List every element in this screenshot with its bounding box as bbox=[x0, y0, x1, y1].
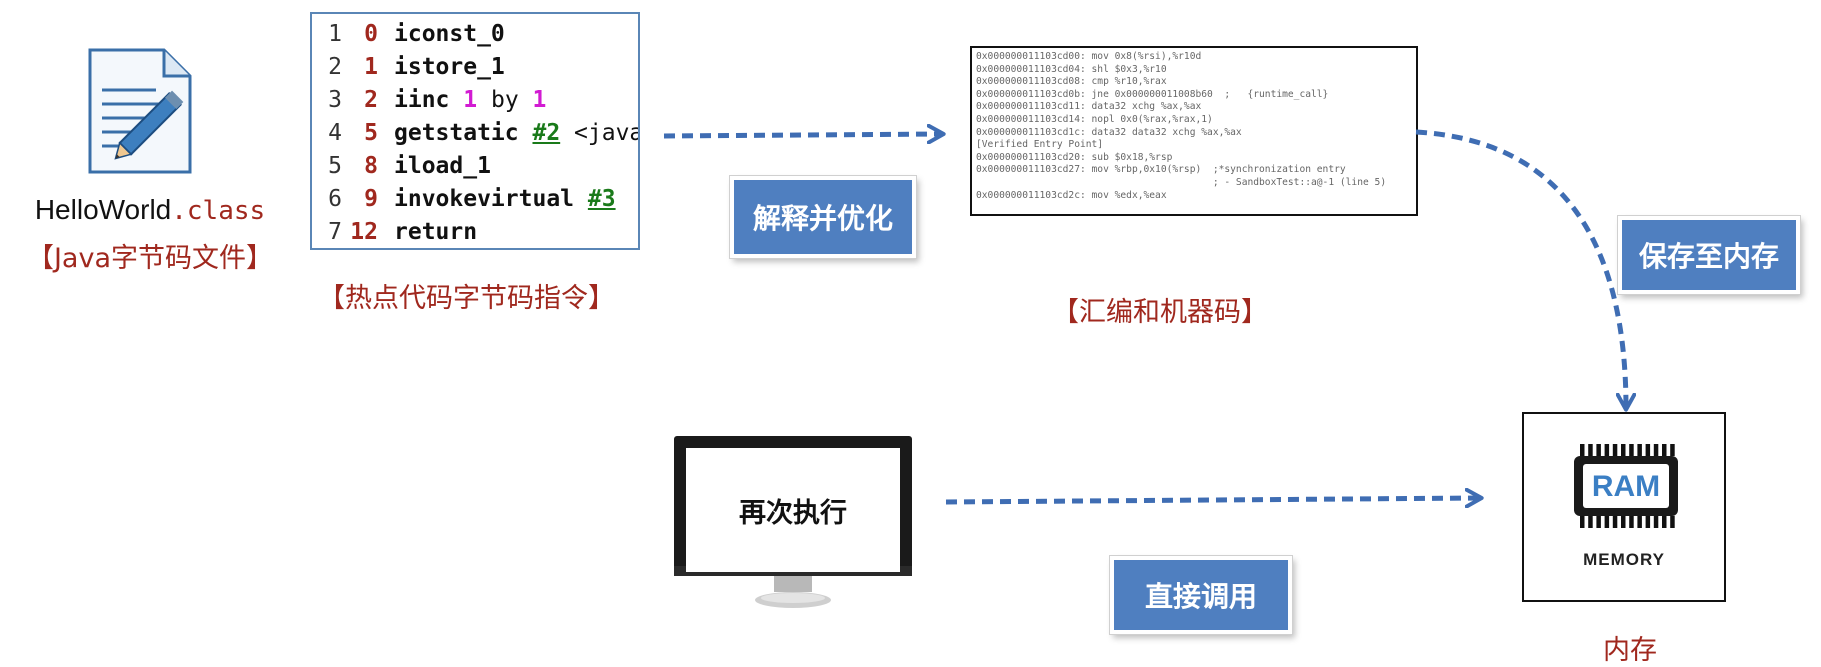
line-number: 6 bbox=[328, 186, 342, 212]
save-to-memory-label: 保存至内存 bbox=[1622, 220, 1796, 290]
bytecode-offset: 12 bbox=[350, 219, 378, 245]
bytecode-caption: 【热点代码字节码指令】 bbox=[318, 283, 615, 314]
bytecode-offset: 9 bbox=[364, 186, 378, 212]
assembly-caption: 【汇编和机器码】 bbox=[1052, 297, 1268, 328]
assembly-line: 0x000000011103cd2c: mov %edx,%eax bbox=[976, 189, 1167, 201]
bytecode-opcode: iload_1 bbox=[394, 153, 491, 179]
assembly-line: 0x000000011103cd04: shl $0x3,%r10 bbox=[976, 63, 1167, 75]
bytecode-offset: 1 bbox=[364, 54, 378, 80]
assembly-line: 0x000000011103cd1c: data32 data32 xchg %… bbox=[976, 126, 1242, 138]
bytecode-arg: #2 bbox=[532, 120, 561, 146]
arrow-monitor-to-memory bbox=[945, 498, 1480, 502]
bytecode-opcode: iconst_0 bbox=[394, 21, 505, 47]
bytecode-offset: 5 bbox=[364, 120, 378, 146]
bytecode-line: 7 12 return bbox=[312, 216, 478, 248]
bytecode-opcode: iinc bbox=[394, 87, 450, 113]
memory-caption: 内存 bbox=[1603, 635, 1657, 666]
line-number: 1 bbox=[328, 21, 342, 47]
bytecode-opcode: istore_1 bbox=[394, 54, 505, 80]
assembly-line: 0x000000011103cd27: mov %rbp,0x10(%rsp) … bbox=[976, 164, 1346, 176]
assembly-line: 0x000000011103cd14: nopl 0x0(%rax,%rax,1… bbox=[976, 114, 1213, 125]
file-name-ext: .class bbox=[171, 196, 266, 226]
bytecode-arg: by bbox=[490, 87, 519, 113]
bytecode-arg: 1 bbox=[532, 87, 547, 113]
memory-label: MEMORY bbox=[1583, 550, 1665, 569]
assembly-line: 0x000000011103cd00: mov 0x8(%rsi),%r10d bbox=[976, 51, 1202, 62]
bytecode-opcode: return bbox=[394, 219, 478, 245]
file-name-prefix: HelloWorld bbox=[34, 194, 172, 225]
bytecode-offset: 8 bbox=[364, 153, 378, 179]
line-number: 7 bbox=[328, 219, 342, 245]
assembly-line: [Verified Entry Point] bbox=[976, 139, 1104, 151]
assembly-line: 0x000000011103cd08: cmp %r10,%rax bbox=[976, 76, 1167, 88]
file-name: HelloWorld.class bbox=[0, 194, 300, 226]
monitor-screen-text: 再次执行 bbox=[686, 448, 900, 572]
bytecode-arg: 1 bbox=[463, 87, 478, 113]
document-pencil-icon bbox=[88, 48, 192, 174]
file-caption: 【Java字节码文件】 bbox=[26, 243, 274, 274]
line-number: 2 bbox=[328, 54, 342, 80]
interpret-optimize-label: 解释并优化 bbox=[734, 180, 912, 254]
ram-chip-label: RAM bbox=[1592, 470, 1660, 503]
assembly-line: 0x000000011103cd20: sub $0x18,%rsp bbox=[976, 151, 1173, 163]
bytecode-opcode: invokevirtual bbox=[394, 186, 575, 212]
arrow-assembly-to-memory bbox=[1415, 129, 1626, 408]
bytecode-opcode: getstatic bbox=[394, 120, 519, 146]
line-number: 5 bbox=[328, 153, 342, 179]
direct-call-label: 直接调用 bbox=[1114, 560, 1288, 630]
bytecode-offset: 2 bbox=[364, 87, 378, 113]
line-number: 4 bbox=[328, 120, 342, 146]
assembly-line: 0x000000011103cd0b: jne 0x000000011008b6… bbox=[976, 88, 1329, 100]
assembly-line: ; - SandboxTest::a@-1 (line 5) bbox=[976, 177, 1387, 188]
line-number: 3 bbox=[328, 87, 342, 113]
bytecode-arg: <java bbox=[574, 120, 640, 146]
ram-chip-icon: RAM bbox=[1574, 444, 1678, 528]
assembly-line: 0x000000011103cd11: data32 xchg %ax,%ax bbox=[976, 101, 1202, 113]
arrow-bytecode-to-assembly bbox=[663, 134, 942, 136]
bytecode-offset: 0 bbox=[364, 21, 378, 47]
bytecode-arg: #3 bbox=[587, 186, 616, 212]
